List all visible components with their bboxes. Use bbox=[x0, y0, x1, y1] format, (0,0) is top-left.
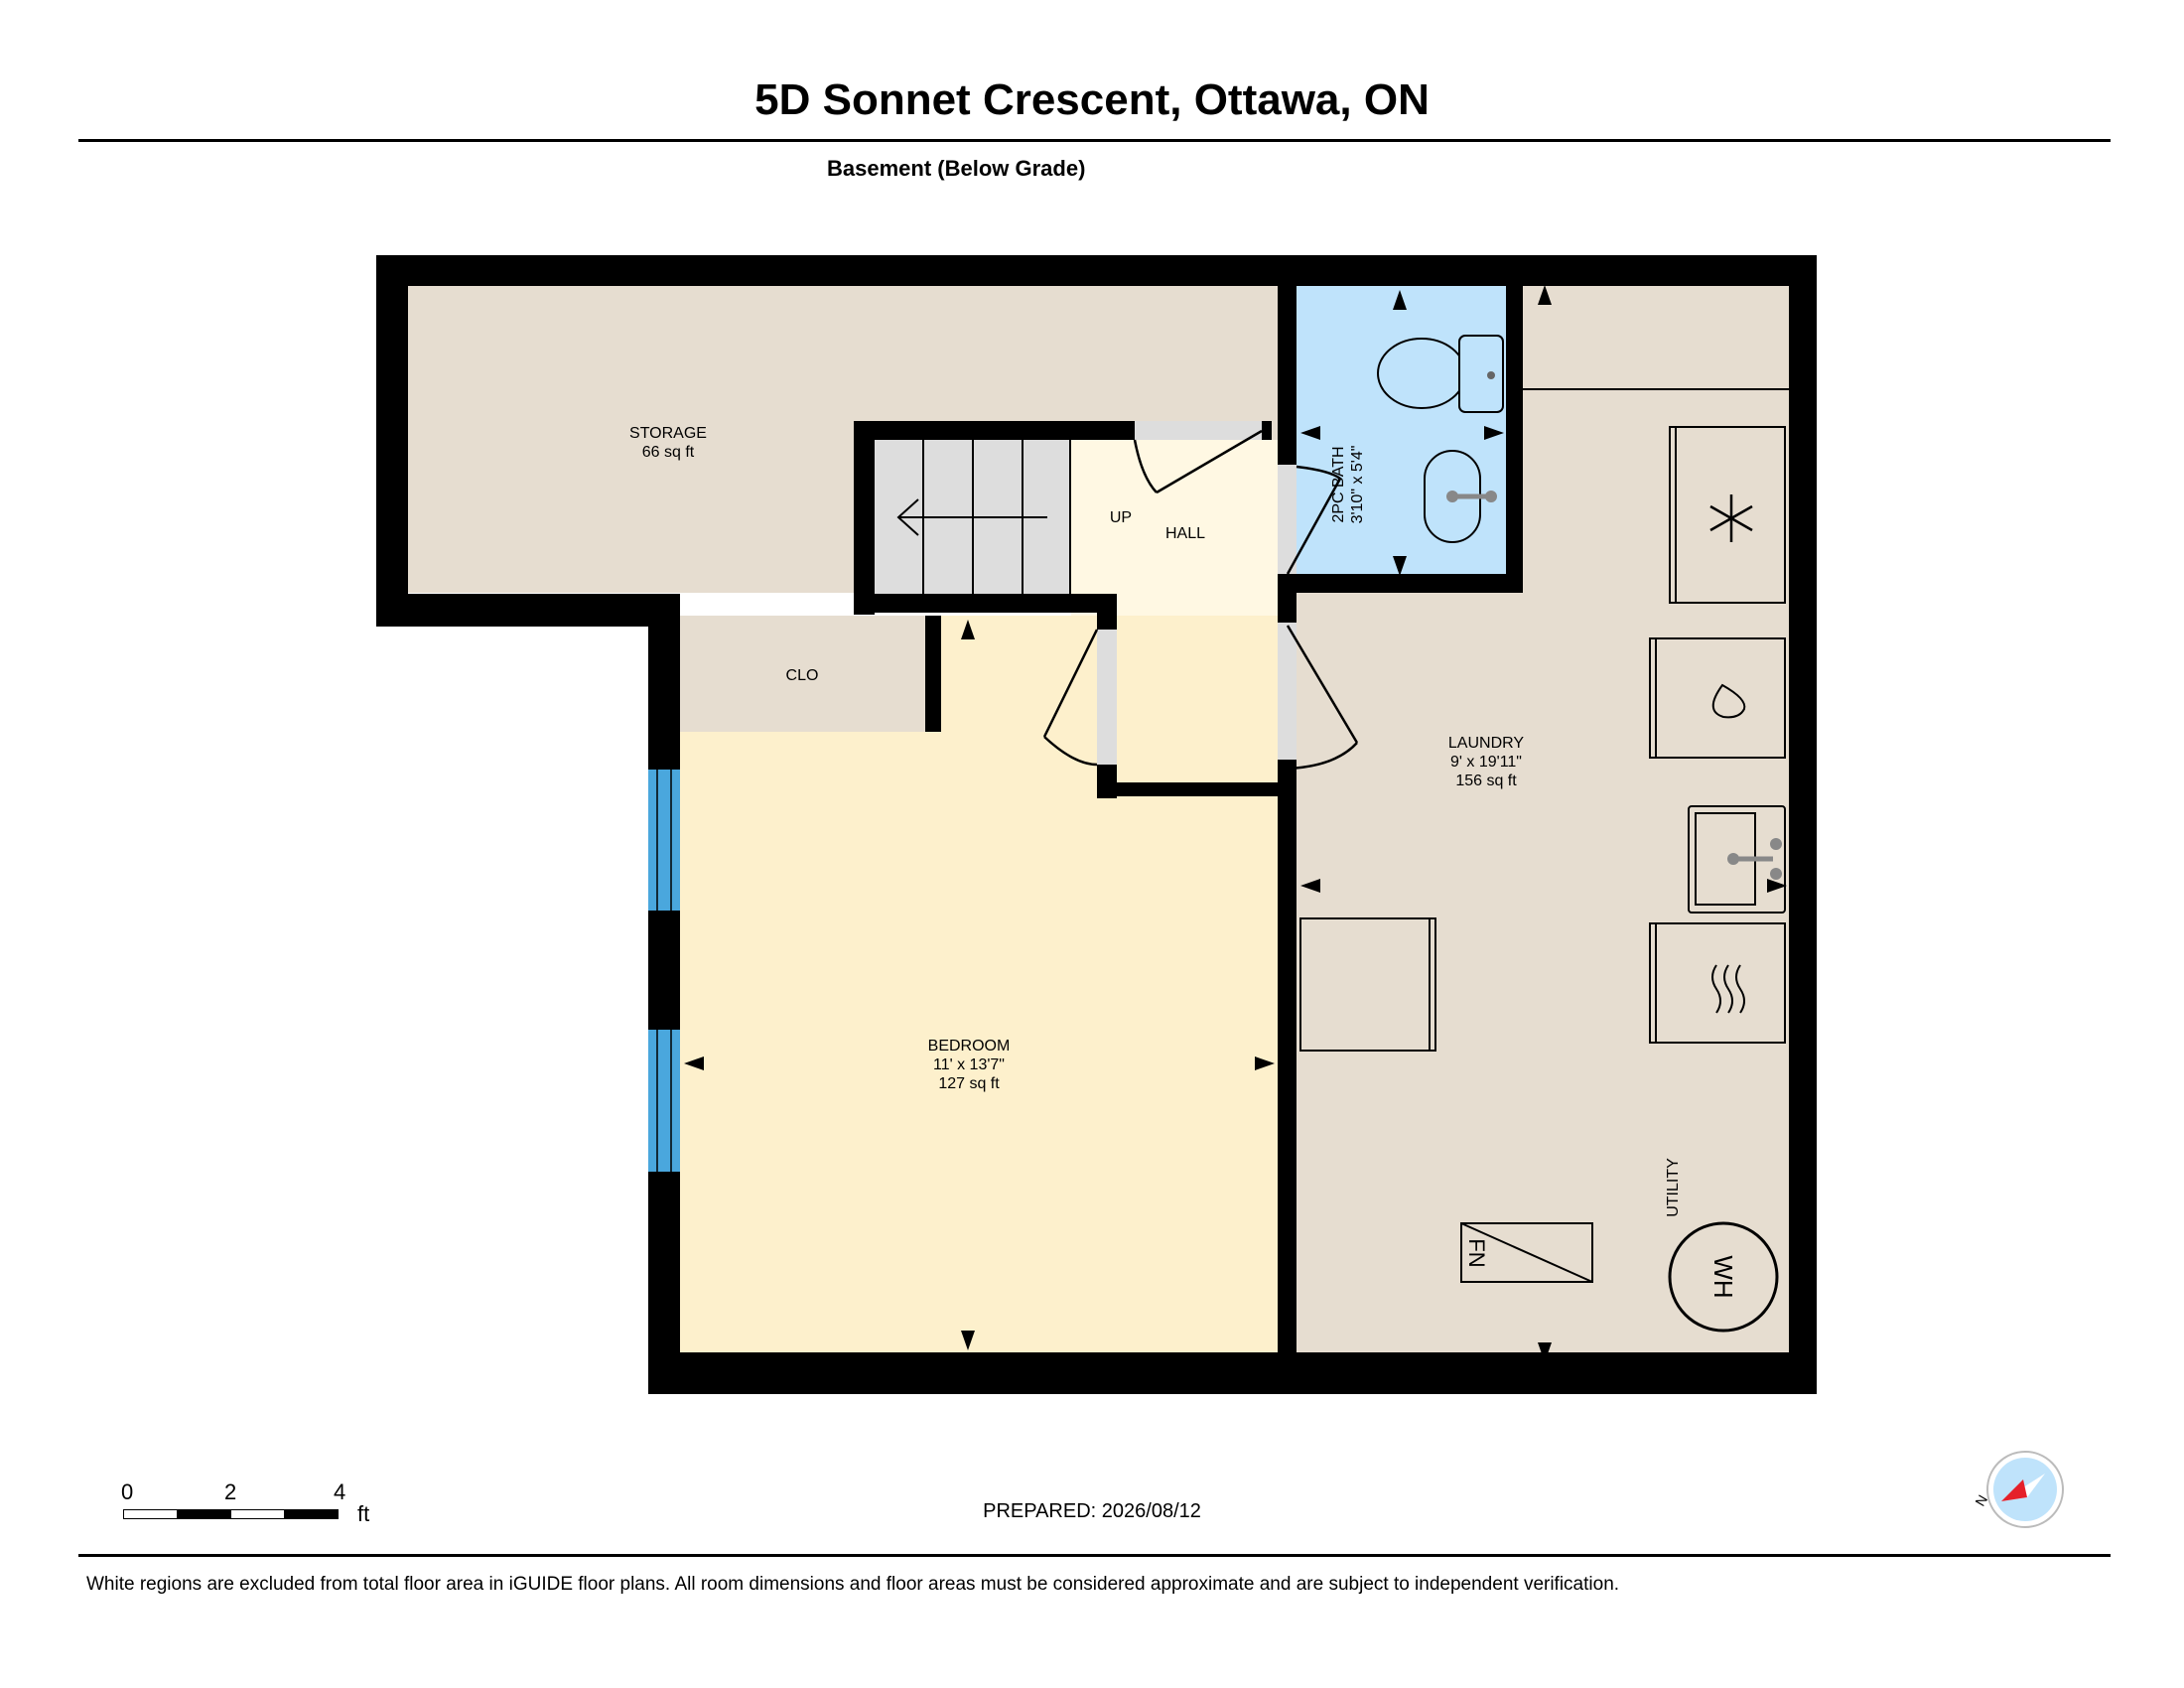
utility-label: UTILITY bbox=[1665, 1158, 1682, 1217]
freezer-icon bbox=[1669, 426, 1786, 604]
stairs-label: UP bbox=[1110, 509, 1132, 526]
bedroom-area bbox=[680, 616, 1278, 1352]
storage-area-text: 66 sq ft bbox=[642, 444, 695, 461]
bedroom-area-text: 127 sq ft bbox=[938, 1075, 1000, 1092]
bath-sink-icon bbox=[1424, 450, 1497, 543]
washer-icon bbox=[1649, 637, 1786, 759]
toilet-icon bbox=[1377, 335, 1504, 413]
hall-label: HALL bbox=[1165, 525, 1205, 542]
laundry-label: LAUNDRY bbox=[1448, 735, 1525, 752]
bath-label: 2PC BATH bbox=[1330, 446, 1347, 522]
bath-dims: 3'10" x 5'4" bbox=[1349, 446, 1366, 524]
footer-rule bbox=[78, 1554, 2111, 1557]
dryer-icon bbox=[1649, 922, 1786, 1044]
scale-tick-0: 0 bbox=[121, 1479, 134, 1504]
storage-label: STORAGE bbox=[629, 425, 707, 442]
header-rule bbox=[78, 139, 2111, 142]
bedroom-windows bbox=[648, 770, 680, 1172]
scale-unit: ft bbox=[357, 1501, 370, 1526]
compass-icon: N bbox=[1972, 1451, 2064, 1528]
appliance-icon bbox=[1299, 917, 1436, 1052]
laundry-dims: 9' x 19'11" bbox=[1450, 754, 1522, 771]
staircase bbox=[896, 440, 1071, 594]
dimension-arrows bbox=[684, 285, 1787, 1362]
bedroom-label: BEDROOM bbox=[928, 1038, 1011, 1055]
scale-tick-2: 2 bbox=[224, 1479, 237, 1504]
water-heater-label: WH bbox=[1708, 1255, 1738, 1298]
laundry-area-text: 156 sq ft bbox=[1455, 773, 1517, 789]
closet-area bbox=[680, 616, 925, 732]
scale-segment bbox=[284, 1509, 339, 1519]
doors bbox=[1042, 421, 1359, 771]
scale-tick-4: 4 bbox=[334, 1479, 346, 1504]
closet-label: CLO bbox=[786, 667, 819, 684]
prepared-date: PREPARED: 2026/08/12 bbox=[983, 1500, 1201, 1522]
page-title: 5D Sonnet Crescent, Ottawa, ON bbox=[754, 75, 1430, 124]
laundry-sink-icon bbox=[1688, 805, 1786, 914]
floor-label: Basement (Below Grade) bbox=[827, 156, 1086, 181]
water-heater-icon bbox=[1668, 1221, 1779, 1333]
furnace-label: FN bbox=[1464, 1238, 1489, 1267]
bedroom-dims: 11' x 13'7" bbox=[933, 1056, 1005, 1073]
furnace-icon bbox=[1460, 1222, 1593, 1283]
disclaimer-text: White regions are excluded from total fl… bbox=[86, 1574, 1620, 1595]
